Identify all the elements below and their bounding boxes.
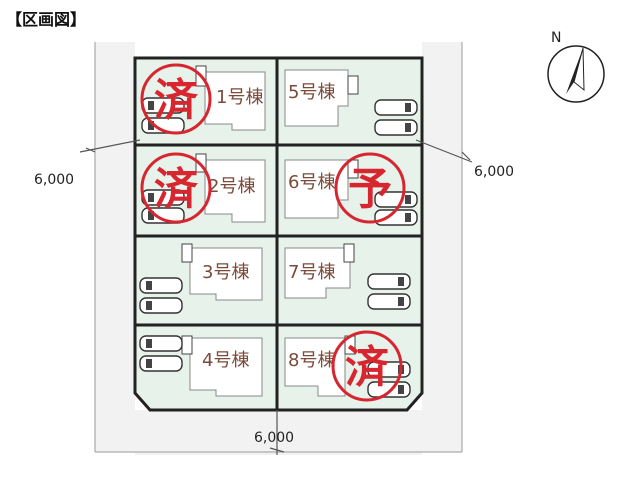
house-footprint-3	[189, 247, 263, 301]
house-footprint-2	[204, 159, 266, 223]
lot-4-label: 4号棟	[202, 350, 249, 371]
page-title: 【区画図】	[6, 10, 87, 29]
lot-8-label: 8号棟	[288, 350, 335, 371]
stamp-text-lot-6: 予	[348, 164, 392, 215]
stamp-lot-6: 予	[334, 152, 406, 224]
stamp-text-lot-1: 済	[154, 75, 199, 126]
house-footprint-4	[189, 337, 263, 397]
lot-7-label: 7号棟	[288, 262, 335, 283]
house-footprint-5	[284, 69, 349, 127]
stamp-lot-8: 済	[331, 330, 403, 402]
compass-label: N	[551, 30, 561, 46]
right-road	[422, 42, 462, 452]
north-arrow-icon: N	[547, 30, 605, 103]
house-footprint-1	[204, 71, 266, 131]
left-road-width: 6,000	[34, 172, 74, 188]
bottom-road	[135, 410, 422, 455]
lot-5-label: 5号棟	[288, 82, 335, 103]
stamp-lot-2: 済	[140, 152, 212, 224]
lot-1-label: 1号棟	[216, 87, 263, 108]
left-road	[95, 42, 135, 452]
stamp-lot-1: 済	[140, 63, 212, 135]
lot-3-label: 3号棟	[202, 262, 249, 283]
right-road-dimension-line	[415, 139, 473, 163]
stamp-text-lot-2: 済	[154, 164, 199, 215]
lot-6-label: 6号棟	[288, 172, 335, 193]
stamp-text-lot-8: 済	[345, 342, 390, 393]
bottom-road-width: 6,000	[254, 430, 294, 446]
right-road-width: 6,000	[474, 164, 514, 180]
lot-2-label: 2号棟	[208, 176, 255, 197]
